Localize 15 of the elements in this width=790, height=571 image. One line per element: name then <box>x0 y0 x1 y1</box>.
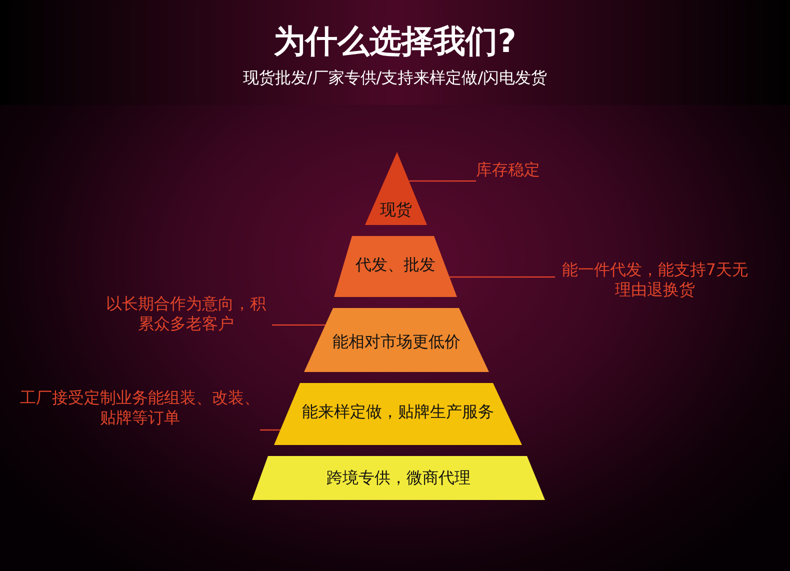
level-label: 代发、批发 <box>354 255 436 276</box>
callout-text: 能一件代发，能支持7天无理由退换货 <box>555 260 755 300</box>
callout-text: 以长期合作为意向，积累众多老客户 <box>100 294 272 334</box>
leader-line <box>272 324 326 326</box>
subtitle: 现货批发/厂家专供/支持来样定做/闪电发货 <box>242 68 548 89</box>
leader-line <box>260 429 280 431</box>
callout-text: 库存稳定 <box>476 160 550 180</box>
level-label: 能来样定做，贴牌生产服务 <box>301 402 495 423</box>
level-label: 能相对市场更低价 <box>332 332 462 353</box>
leader-line <box>449 276 555 278</box>
title: 为什么选择我们? <box>272 21 518 62</box>
callout-text: 工厂接受定制业务能组装、改装、贴牌等订单 <box>20 388 260 428</box>
level-label: 现货 <box>379 200 413 221</box>
level-label: 跨境专供，微商代理 <box>326 468 472 489</box>
leader-line <box>408 180 476 182</box>
